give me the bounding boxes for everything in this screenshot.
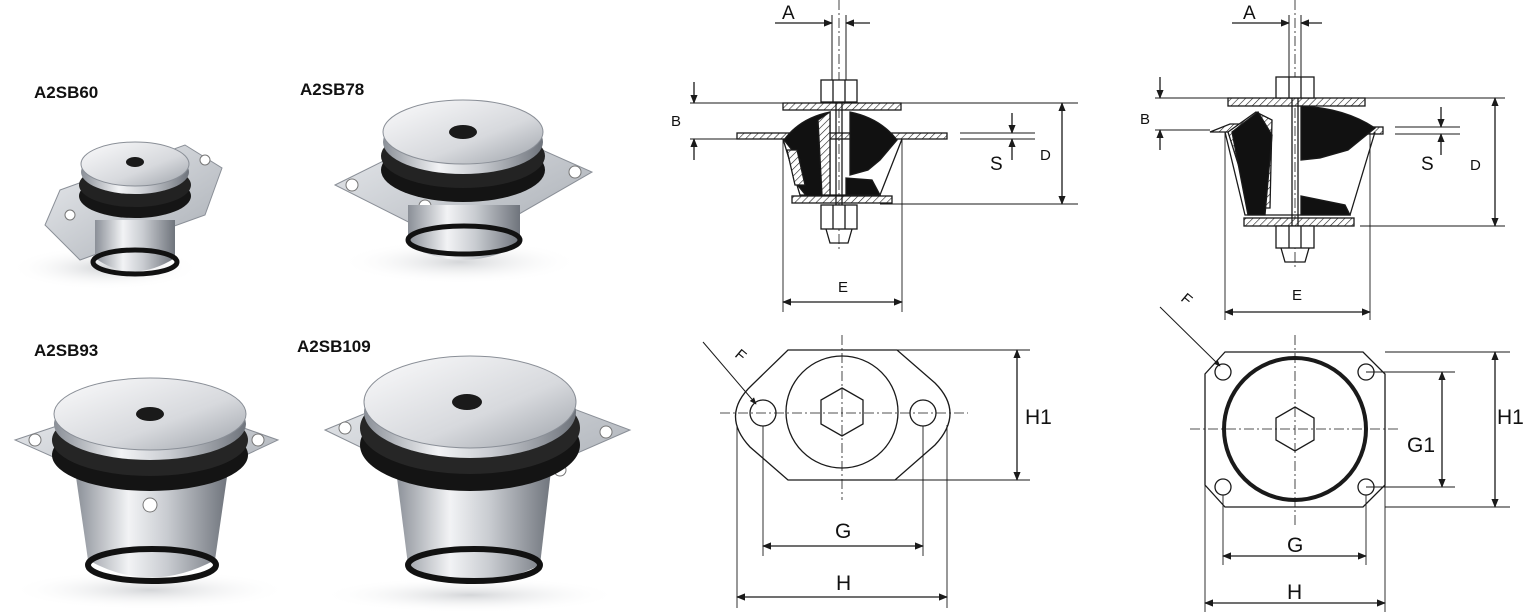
oval-side-labels: A B S D E	[671, 3, 1051, 296]
square-label-g: G	[1287, 534, 1303, 557]
square-label-d: D	[1470, 157, 1481, 174]
square-label-h1: H1	[1497, 406, 1523, 429]
oval-label-h1: H1	[1025, 406, 1052, 429]
oval-side-view	[690, 0, 1078, 312]
oval-label-d: D	[1040, 147, 1051, 164]
square-side-labels: A B S D E	[1140, 3, 1481, 304]
oval-plan-view	[702, 335, 1030, 608]
product-photos	[10, 99, 632, 613]
square-side-view	[1155, 0, 1505, 320]
photo-a2sb93	[10, 377, 290, 610]
square-label-h: H	[1287, 581, 1302, 604]
square-label-s: S	[1421, 154, 1434, 175]
product-label-a2sb93: A2SB93	[34, 341, 99, 360]
oval-plan-labels: F H1 G H	[731, 346, 1051, 595]
square-label-g1: G1	[1407, 434, 1435, 457]
square-label-a: A	[1243, 3, 1256, 24]
oval-label-f: F	[731, 346, 749, 365]
square-plan-view	[1159, 306, 1510, 612]
oval-label-h: H	[836, 572, 851, 595]
product-label-a2sb78: A2SB78	[300, 80, 365, 99]
square-label-f: F	[1177, 290, 1195, 309]
square-label-e: E	[1292, 287, 1302, 304]
oval-label-e: E	[838, 279, 848, 296]
photo-a2sb109	[320, 355, 632, 613]
square-label-b: B	[1140, 111, 1150, 128]
photo-a2sb60	[10, 141, 223, 290]
photo-a2sb78	[333, 99, 594, 284]
oval-label-g: G	[835, 520, 851, 543]
square-plan-labels: F H1 G1 G H	[1177, 290, 1523, 604]
product-label-a2sb60: A2SB60	[34, 83, 99, 102]
oval-label-b: B	[671, 113, 681, 130]
oval-label-a: A	[782, 3, 795, 24]
oval-label-s: S	[990, 154, 1003, 175]
product-label-a2sb109: A2SB109	[297, 337, 371, 356]
